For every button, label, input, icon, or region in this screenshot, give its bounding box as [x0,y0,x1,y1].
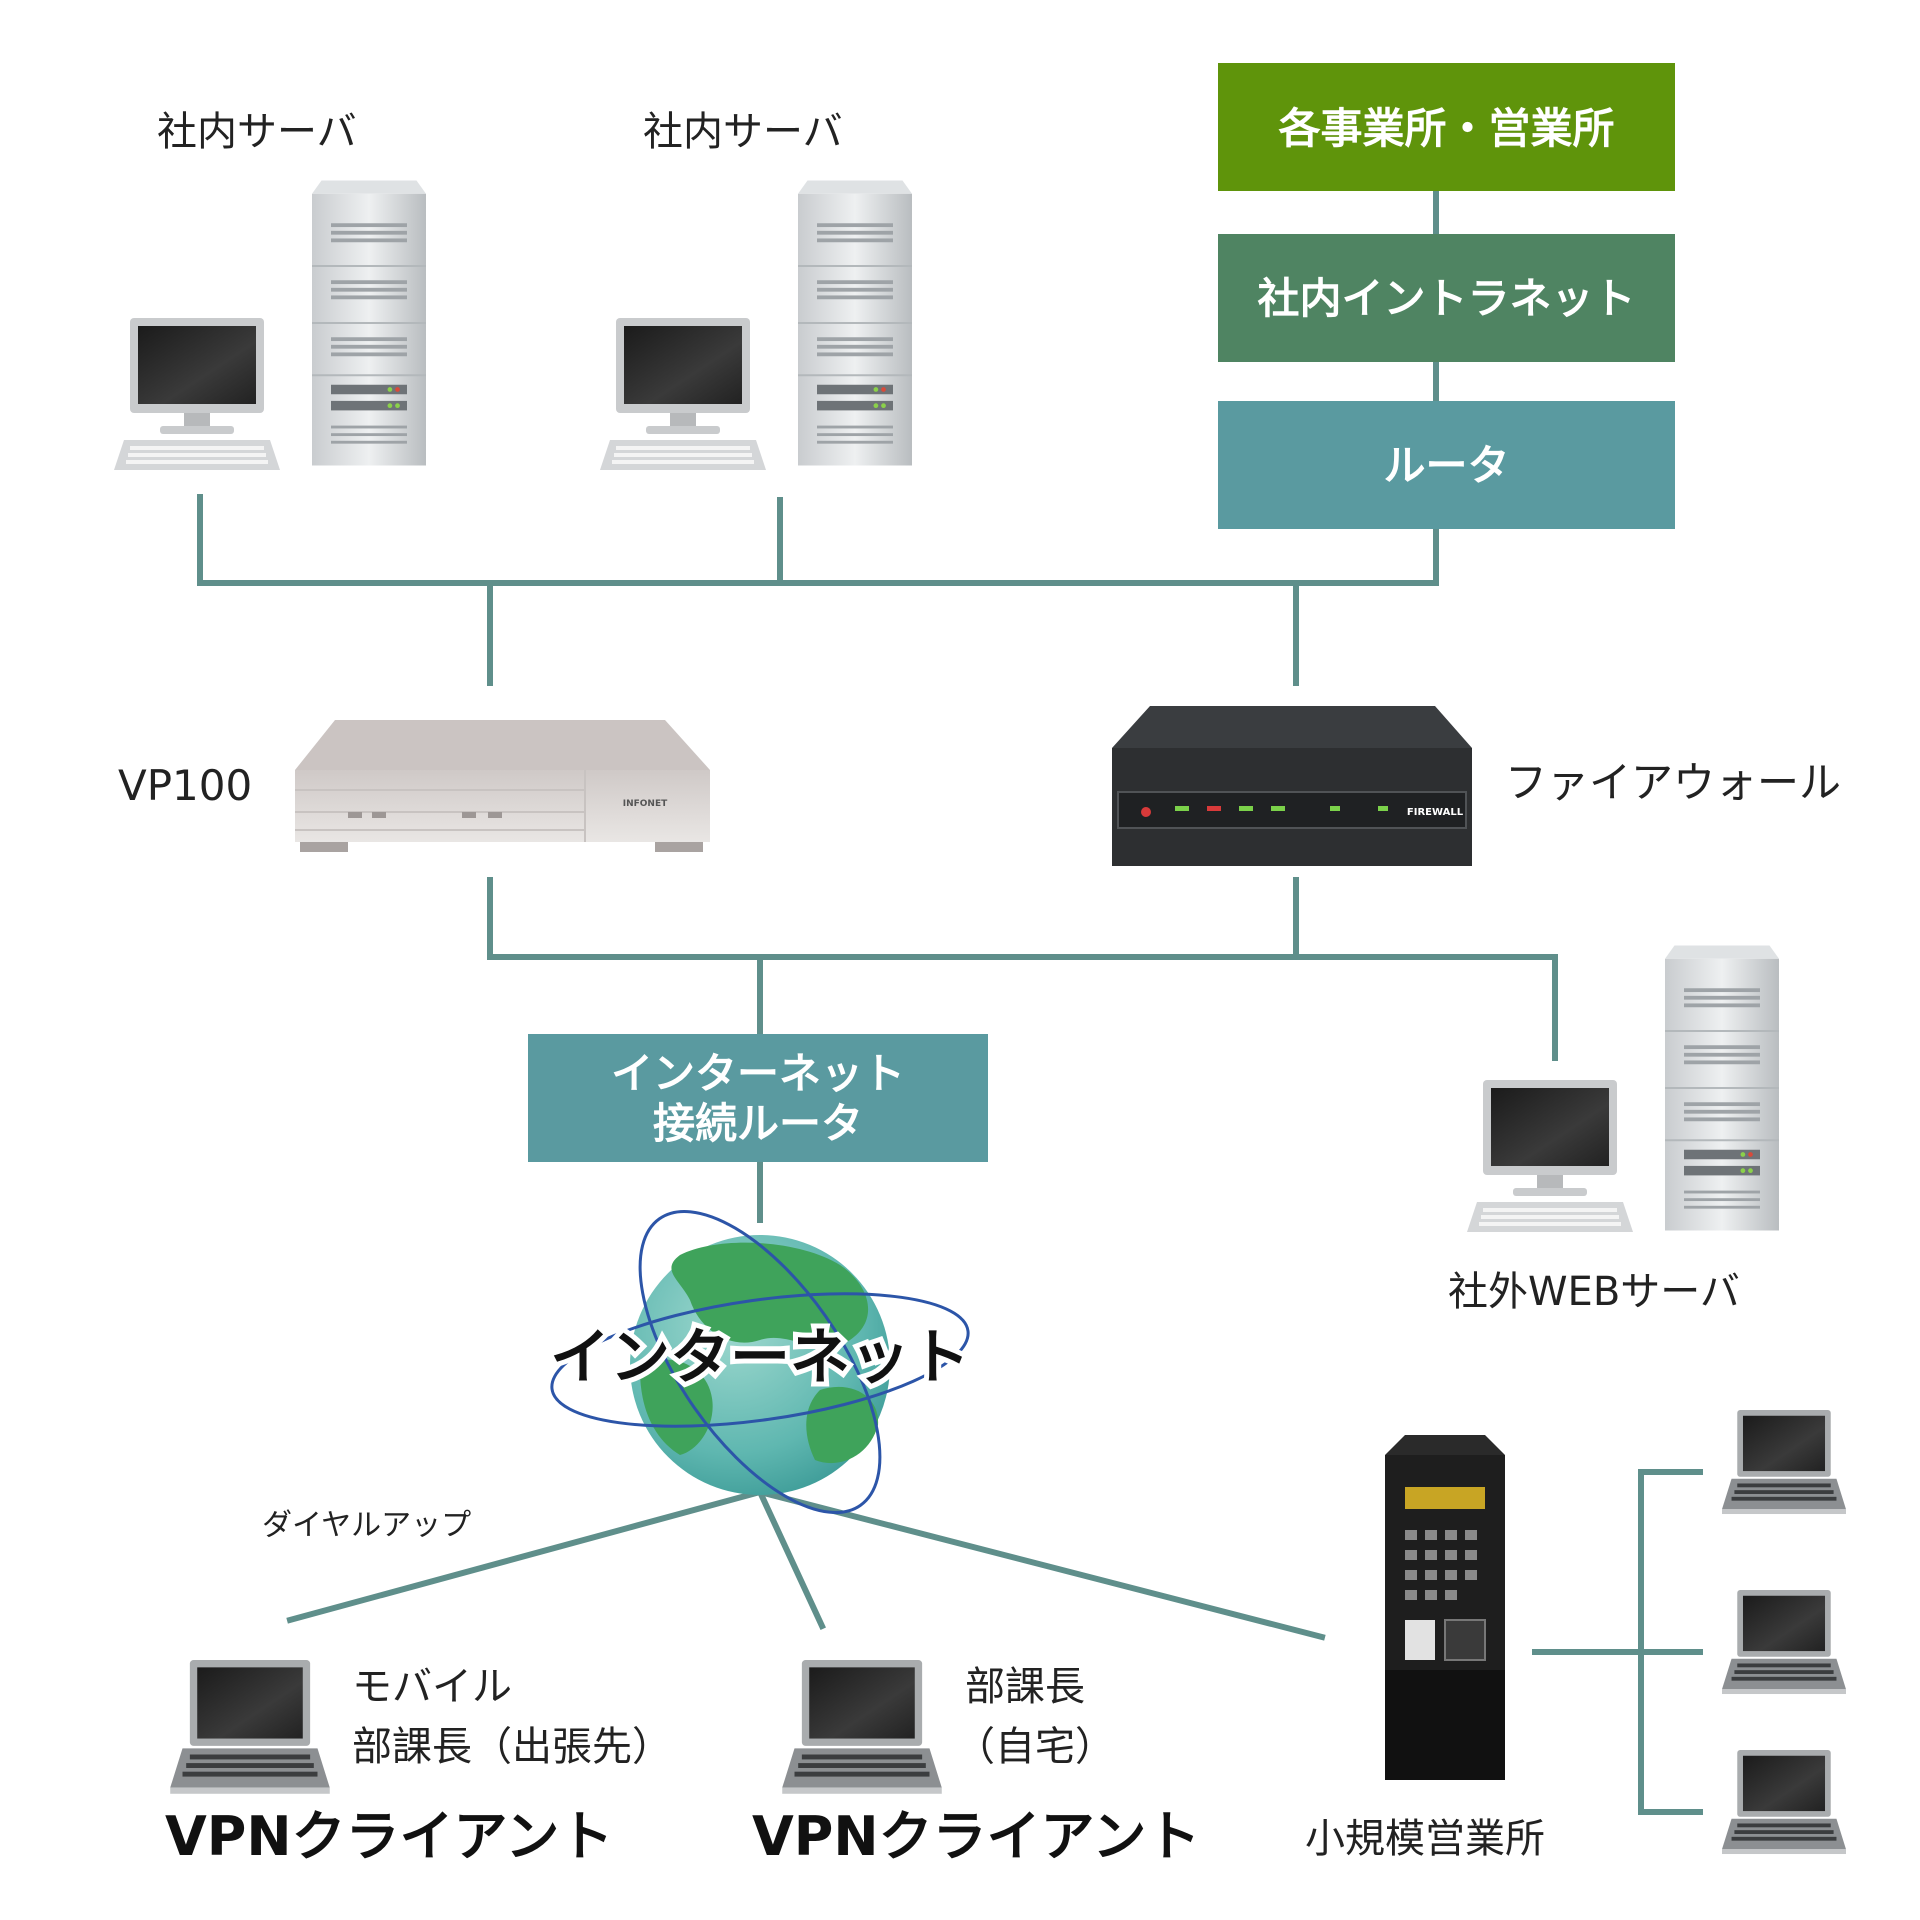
laptop-icon [1722,1590,1846,1695]
router-box: ルータ [1218,401,1675,529]
firewall-brand-text: FIREWALL [1407,807,1464,818]
desktop-pc-icon [1467,1080,1633,1232]
laptop-icon [1722,1750,1846,1855]
orbit-ring-icon [638,1209,882,1515]
vp100-label: VP100 [118,761,252,810]
home-client-line1: 部課長 [965,1664,1085,1710]
orbit-ring-icon [550,1292,970,1428]
vpn-client-label: VPNクライアント [165,1805,613,1868]
router-box-label: ルータ [1383,441,1509,490]
desktop-pc-icon [600,318,766,470]
internet-globe-label: インターネット [550,1323,970,1393]
small-office-label: 小規模営業所 [1305,1816,1545,1862]
tower-server-icon [798,179,912,467]
vpn-client-label: VPNクライアント [752,1805,1200,1868]
external-web-server-group: 社外WEBサーバ [1448,944,1779,1315]
internet-router-line1: インターネット [611,1049,905,1098]
tower-server-icon [1665,944,1779,1232]
dialup-label: ダイヤルアップ [262,1508,471,1543]
laptop-icon [1722,1410,1846,1515]
intranet-box-label: 社内イントラネット [1257,274,1635,323]
offices-box-label: 各事業所・営業所 [1278,104,1614,153]
desktop-pc-icon [114,318,280,470]
laptop-icon [782,1660,942,1794]
firewall-label: ファイアウォール [1505,758,1841,807]
offices-box: 各事業所・営業所 [1218,63,1675,191]
office-terminal-icon [1385,1435,1505,1780]
tower-server-icon [312,179,426,467]
internal-server-label: 社内サーバ [643,109,843,155]
home-vpn-client: 部課長 （自宅） VPNクライアント [752,1660,1200,1868]
home-client-line2: （自宅） [955,1724,1115,1770]
firewall-device: FIREWALL ファイアウォール [1112,706,1841,866]
external-web-server-label: 社外WEBサーバ [1448,1269,1740,1315]
small-office-group: 小規模営業所 [1305,1410,1846,1862]
vp100-device: INFONET VP100 [118,720,710,852]
mobile-client-line2: 部課長（出張先） [352,1724,672,1770]
laptop-icon [170,1660,330,1794]
internal-server-label: 社内サーバ [157,109,357,155]
internal-server-group-right: 社内サーバ [600,109,912,470]
intranet-box: 社内イントラネット [1218,234,1675,362]
vp100-brand-text: INFONET [623,799,668,809]
internet-router-line2: 接続ルータ [653,1099,863,1148]
mobile-vpn-client: モバイル 部課長（出張先） VPNクライアント [165,1660,672,1868]
mobile-client-line1: モバイル [352,1664,512,1710]
connection-lines [197,187,1703,1815]
internal-server-group-left: 社内サーバ [114,109,426,470]
internet-globe: インターネット [545,1209,975,1515]
internet-router-box: インターネット 接続ルータ [528,1034,988,1162]
